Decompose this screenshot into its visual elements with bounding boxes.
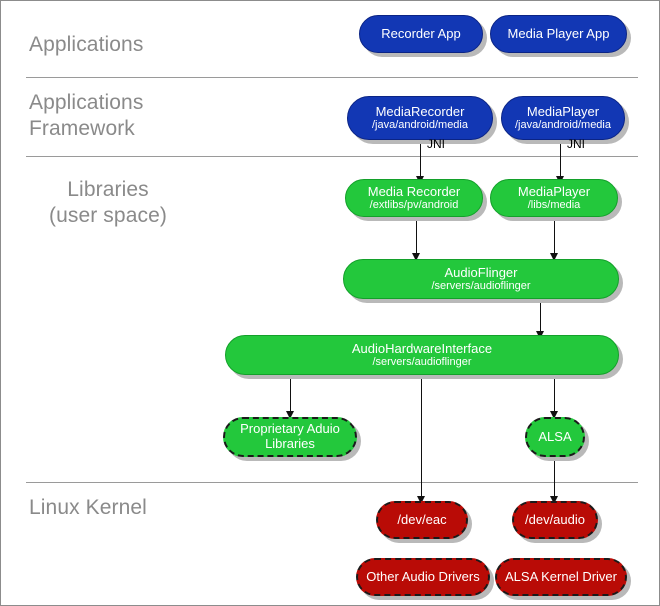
connector-mediaplayer-to-mediaplayer-lib	[560, 140, 562, 182]
connector-ahi-to-proprietary-audio-libs	[290, 375, 292, 417]
node-subtitle: /servers/audioflinger	[431, 280, 531, 293]
layer-label-libraries: Libraries (user space)	[49, 178, 167, 227]
node-body	[343, 259, 619, 299]
node-body	[490, 179, 618, 217]
node-subtitle: /servers/audioflinger	[372, 356, 472, 369]
node-body	[347, 96, 493, 140]
connector-mediaplayer-lib-to-audioflinger	[554, 217, 556, 261]
layer-label-applications-framework: Applications Framework	[29, 91, 144, 140]
node-alsa[interactable]: ALSA	[525, 417, 589, 461]
node-title: MediaRecorder	[375, 103, 465, 119]
node-title: Proprietary Aduio	[240, 421, 340, 437]
node-body	[376, 501, 468, 539]
layer-label-applications: Applications	[29, 33, 144, 56]
node-media-player-app[interactable]: Media Player App	[490, 15, 631, 57]
node-subtitle: /libs/media	[527, 199, 581, 212]
node-title: MediaPlayer	[517, 183, 591, 199]
node-subtitle: /extlibs/pv/android	[369, 199, 459, 212]
node-body	[223, 417, 357, 457]
layer-label-linux-kernel: Linux Kernel	[29, 496, 147, 519]
connector-ahi-to-dev-eac	[421, 375, 423, 501]
connector-alsa-to-dev-audio	[554, 457, 556, 501]
node-subtitle: /java/android/media	[514, 119, 611, 132]
arrowhead-proprietary-audio-libs	[286, 411, 294, 419]
connector-label-jni-player: JNI	[567, 137, 585, 151]
node-dev-eac[interactable]: /dev/eac	[376, 501, 472, 543]
node-mediaplayer-lib[interactable]: MediaPlayer /libs/media	[490, 179, 622, 221]
node-dev-audio[interactable]: /dev/audio	[512, 501, 602, 543]
node-body	[495, 558, 627, 596]
node-title: ALSA Kernel Driver	[505, 568, 617, 584]
node-body	[345, 179, 483, 217]
node-title: Recorder App	[381, 25, 461, 41]
node-body	[359, 15, 483, 53]
node-title: AudioHardwareInterface	[351, 340, 493, 356]
node-recorder-app[interactable]: Recorder App	[359, 15, 487, 57]
node-title: Other Audio Drivers	[366, 568, 480, 584]
arrowhead-dev-audio	[550, 496, 558, 504]
node-subtitle: Libraries	[265, 436, 315, 451]
node-title: MediaPlayer	[526, 103, 600, 119]
node-proprietary-audio-libs[interactable]: Proprietary Aduio Libraries	[223, 417, 361, 461]
node-body	[225, 335, 619, 375]
connector-label-jni-recorder: JNI	[427, 137, 445, 151]
node-audioflinger[interactable]: AudioFlinger /servers/audioflinger	[343, 259, 623, 303]
node-body	[490, 15, 627, 53]
divider-libraries	[26, 482, 638, 483]
connector-audioflinger-to-audiohardwareinterface	[540, 299, 542, 337]
divider-applications	[26, 77, 638, 78]
arrowhead-alsa	[550, 411, 558, 419]
node-mediaplayer-framework[interactable]: MediaPlayer /java/android/media	[501, 96, 629, 144]
node-body	[356, 558, 490, 596]
node-media-recorder-lib[interactable]: Media Recorder /extlibs/pv/android	[345, 179, 487, 221]
node-mediarecorder-framework[interactable]: MediaRecorder /java/android/media	[347, 96, 497, 144]
node-body	[501, 96, 625, 140]
arrowhead-audioflinger-right	[550, 253, 558, 261]
node-title: /dev/audio	[525, 511, 585, 527]
node-other-audio-drivers[interactable]: Other Audio Drivers	[356, 558, 494, 600]
divider-framework	[26, 156, 638, 157]
connector-mediarecorder-to-media-recorder-lib	[420, 140, 422, 182]
node-title: /dev/eac	[397, 511, 447, 527]
node-subtitle: /java/android/media	[371, 119, 468, 132]
node-title: Media Recorder	[367, 183, 461, 199]
arrowhead-dev-eac	[417, 496, 425, 504]
arrowhead-audioflinger-left	[412, 253, 420, 261]
node-alsa-kernel-driver[interactable]: ALSA Kernel Driver	[495, 558, 631, 600]
connector-ahi-to-alsa	[554, 375, 556, 417]
connector-media-recorder-lib-to-audioflinger	[416, 217, 418, 261]
node-audiohardwareinterface[interactable]: AudioHardwareInterface /servers/audiofli…	[225, 335, 623, 379]
node-title: AudioFlinger	[444, 264, 518, 280]
node-title: ALSA	[538, 428, 572, 444]
node-title: Media Player App	[507, 25, 610, 41]
node-body	[512, 501, 598, 539]
node-body	[525, 417, 585, 457]
